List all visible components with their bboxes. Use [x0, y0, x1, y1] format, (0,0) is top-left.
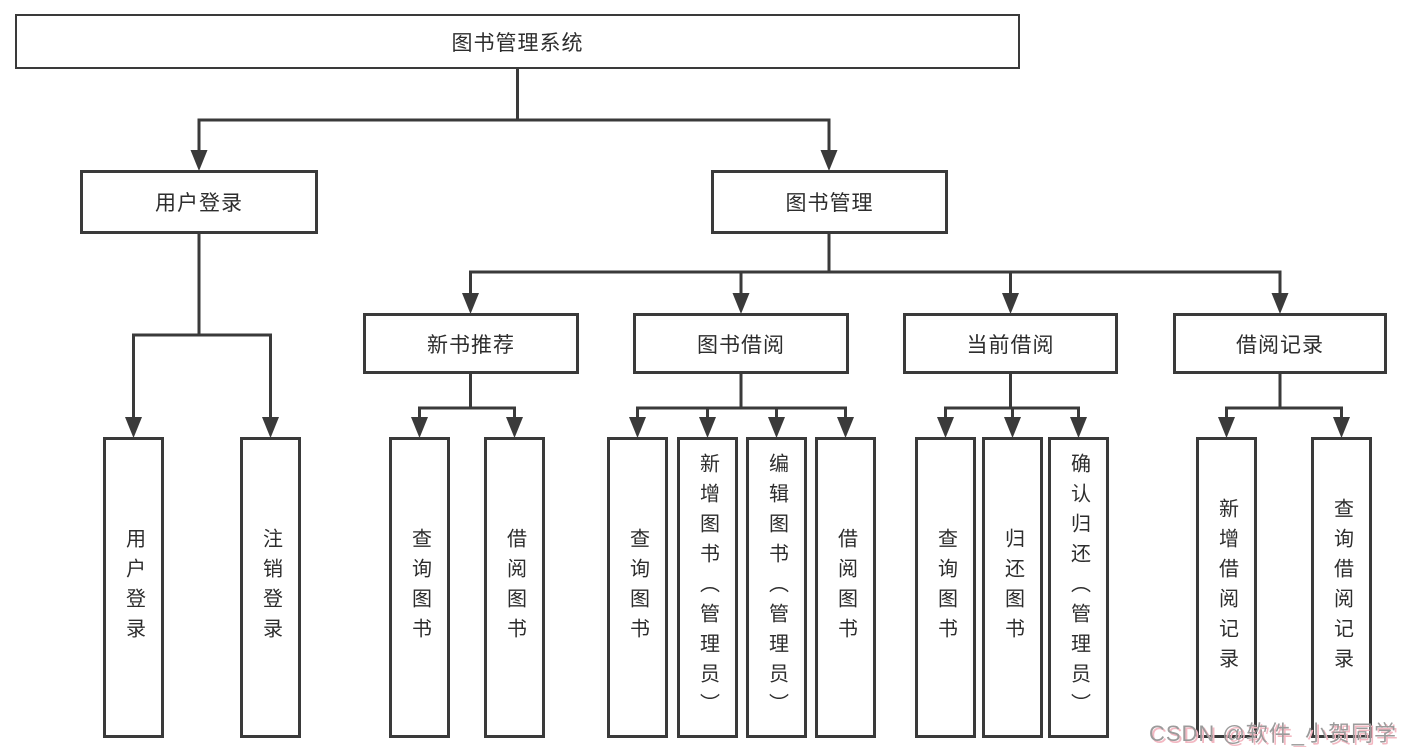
- node-label: 新增图书（管理员）: [696, 452, 719, 723]
- leaf-confirm-return-admin: 确认归还（管理员）: [1048, 437, 1109, 738]
- node-label: 用户登录: [122, 527, 145, 648]
- node-current-borrowing: 当前借阅: [903, 313, 1118, 374]
- leaf-borrow-books: 借阅图书: [815, 437, 876, 738]
- leaf-return-books: 归还图书: [982, 437, 1043, 738]
- leaf-logout: 注销登录: [240, 437, 301, 738]
- node-borrowing-records: 借阅记录: [1173, 313, 1387, 374]
- node-label: 当前借阅: [966, 333, 1055, 357]
- leaf-borrow-books-recommend: 借阅图书: [484, 437, 545, 738]
- node-label: 新增借阅记录: [1215, 497, 1238, 678]
- node-label: 查询图书: [934, 527, 957, 648]
- node-book-management: 图书管理: [711, 170, 948, 234]
- leaf-query-borrow-record: 查询借阅记录: [1311, 437, 1372, 738]
- node-book-borrowing: 图书借阅: [633, 313, 849, 374]
- node-label: 借阅图书: [503, 527, 526, 648]
- node-library-management-system: 图书管理系统: [15, 14, 1020, 69]
- node-label: 图书借阅: [697, 333, 785, 357]
- node-label: 查询图书: [408, 527, 431, 648]
- node-label: 编辑图书（管理员）: [765, 452, 788, 723]
- edge-current-to-leaves: [944, 372, 1080, 419]
- leaf-add-borrow-record: 新增借阅记录: [1196, 437, 1257, 738]
- leaf-user-login: 用户登录: [103, 437, 164, 738]
- node-label: 用户登录: [155, 192, 243, 215]
- edge-borrow-to-leaves: [636, 372, 847, 419]
- leaf-add-books-admin: 新增图书（管理员）: [677, 437, 738, 738]
- node-label: 查询图书: [626, 527, 649, 648]
- edge-records-to-leaves: [1225, 372, 1343, 419]
- edge-newrec-to-leaves: [418, 372, 516, 419]
- edge-login-to-leaves: [132, 232, 272, 419]
- node-user-login: 用户登录: [80, 170, 318, 234]
- leaf-edit-books-admin: 编辑图书（管理员）: [746, 437, 807, 738]
- arrowheads: [125, 150, 1350, 438]
- node-label: 注销登录: [259, 527, 282, 648]
- node-label: 借阅记录: [1236, 333, 1324, 357]
- node-label: 借阅图书: [834, 527, 857, 648]
- edge-root-to-level2: [197, 67, 831, 152]
- leaf-query-books-recommend: 查询图书: [389, 437, 450, 738]
- node-label: 查询借阅记录: [1330, 497, 1353, 678]
- csdn-watermark: CSDN @软件_小贺同学: [1148, 721, 1397, 746]
- node-new-book-recommendation: 新书推荐: [363, 313, 579, 374]
- edge-mgmt-to-level3: [469, 232, 1282, 295]
- leaf-query-books-current: 查询图书: [915, 437, 976, 738]
- node-label: 图书管理系统: [451, 31, 584, 55]
- node-label: 新书推荐: [427, 333, 515, 357]
- node-label: 图书管理: [785, 192, 874, 215]
- leaf-query-books-borrow: 查询图书: [607, 437, 668, 738]
- node-label: 归还图书: [1001, 527, 1024, 648]
- node-label: 确认归还（管理员）: [1067, 452, 1090, 723]
